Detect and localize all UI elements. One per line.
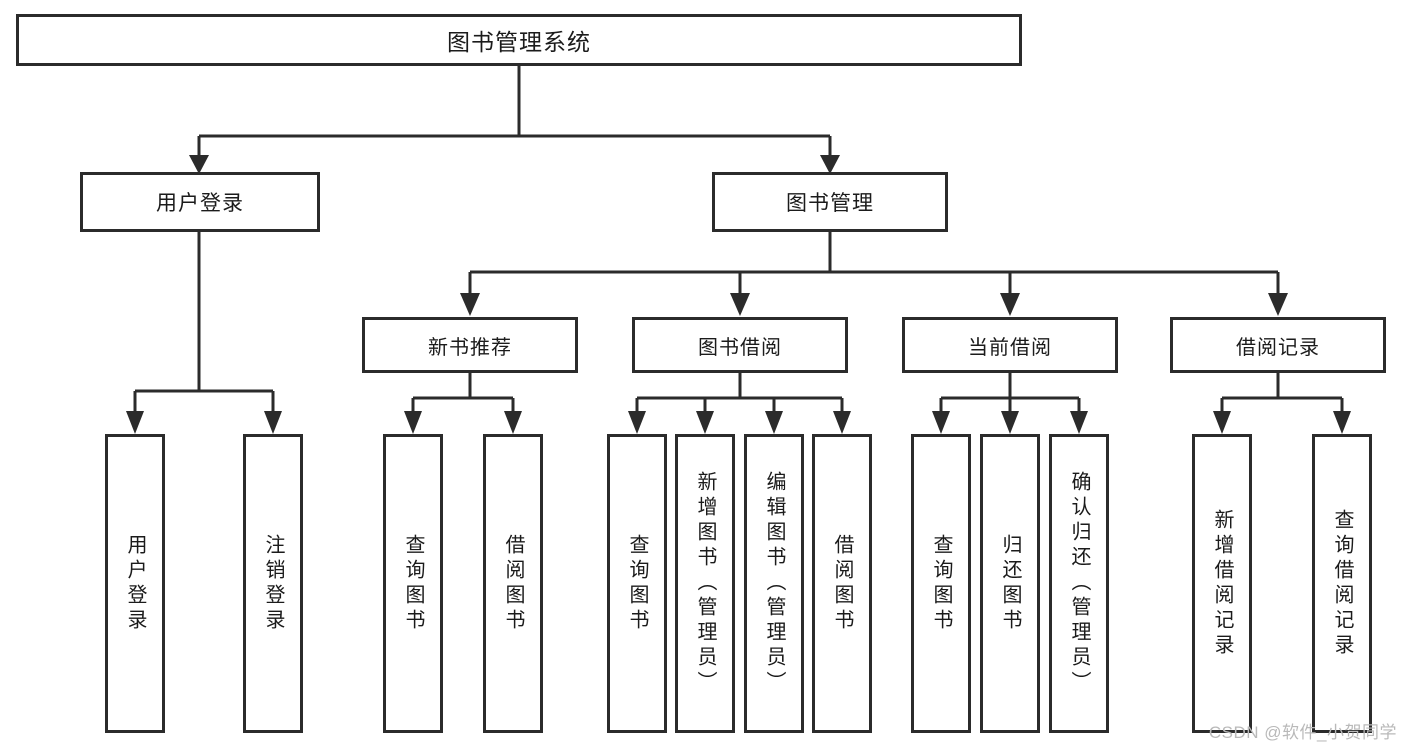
node-book-management-label: 图书管理 (786, 192, 874, 215)
node-new-book-recommend[interactable]: 新书推荐 (362, 317, 578, 373)
leaf-label: 借阅图书 (831, 533, 853, 634)
leaf-book-borrow-add[interactable]: 新增图书（管理员） (675, 434, 735, 733)
node-user-login-label: 用户登录 (156, 192, 244, 215)
arrow-to-book-borrow (730, 293, 750, 316)
arrow-to-new-book (460, 293, 480, 316)
leaf-label: 归还图书 (999, 533, 1021, 634)
arrow-book-borrow-leaf-4 (833, 411, 851, 434)
leaf-label: 查询图书 (402, 533, 424, 634)
leaf-new-book-query[interactable]: 查询图书 (383, 434, 443, 733)
arrow-book-borrow-leaf-3 (765, 411, 783, 434)
leaf-book-borrow-borrow[interactable]: 借阅图书 (812, 434, 872, 733)
leaf-label: 新增图书（管理员） (694, 471, 716, 696)
leaf-label: 查询图书 (626, 533, 648, 634)
arrow-book-borrow-leaf-1 (628, 411, 646, 434)
leaf-current-borrow-confirm-return[interactable]: 确认归还（管理员） (1049, 434, 1109, 733)
leaf-new-book-borrow[interactable]: 借阅图书 (483, 434, 543, 733)
node-book-management[interactable]: 图书管理 (712, 172, 948, 232)
leaf-user-login-logout[interactable]: 注销登录 (243, 434, 303, 733)
leaf-label: 查询借阅记录 (1331, 508, 1353, 659)
leaf-current-borrow-query[interactable]: 查询图书 (911, 434, 971, 733)
arrow-borrow-record-leaf-2 (1333, 411, 1351, 434)
arrow-new-book-leaf-2 (504, 411, 522, 434)
node-user-login[interactable]: 用户登录 (80, 172, 320, 232)
leaf-label: 查询图书 (930, 533, 952, 634)
leaf-book-borrow-edit[interactable]: 编辑图书（管理员） (744, 434, 804, 733)
node-new-book-recommend-label: 新书推荐 (428, 336, 512, 359)
node-root-label: 图书管理系统 (447, 29, 591, 55)
arrow-root-to-book-mgmt (820, 155, 840, 174)
leaf-label: 借阅图书 (502, 533, 524, 634)
arrow-user-login-leaf-1 (126, 411, 144, 434)
leaf-label: 注销登录 (262, 533, 284, 634)
arrow-current-borrow-leaf-1 (932, 411, 950, 434)
leaf-book-borrow-query[interactable]: 查询图书 (607, 434, 667, 733)
arrow-user-login-leaf-2 (264, 411, 282, 434)
arrow-borrow-record-leaf-1 (1213, 411, 1231, 434)
leaf-current-borrow-return[interactable]: 归还图书 (980, 434, 1040, 733)
arrow-to-current-borrow (1000, 293, 1020, 316)
leaf-borrow-record-query[interactable]: 查询借阅记录 (1312, 434, 1372, 733)
node-root-system[interactable]: 图书管理系统 (16, 14, 1022, 66)
arrow-book-borrow-leaf-2 (696, 411, 714, 434)
arrow-new-book-leaf-1 (404, 411, 422, 434)
leaf-label: 新增借阅记录 (1211, 508, 1233, 659)
leaf-label: 用户登录 (124, 533, 146, 634)
node-current-borrow-label: 当前借阅 (968, 336, 1052, 359)
arrow-to-borrow-record (1268, 293, 1288, 316)
node-borrow-record-label: 借阅记录 (1236, 336, 1320, 359)
node-borrow-record[interactable]: 借阅记录 (1170, 317, 1386, 373)
leaf-borrow-record-add[interactable]: 新增借阅记录 (1192, 434, 1252, 733)
node-book-borrow[interactable]: 图书借阅 (632, 317, 848, 373)
node-current-borrow[interactable]: 当前借阅 (902, 317, 1118, 373)
leaf-user-login-login[interactable]: 用户登录 (105, 434, 165, 733)
arrow-root-to-user-login (189, 155, 209, 174)
arrow-current-borrow-leaf-2 (1001, 411, 1019, 434)
leaf-label: 确认归还（管理员） (1068, 471, 1090, 696)
arrow-current-borrow-leaf-3 (1070, 411, 1088, 434)
node-book-borrow-label: 图书借阅 (698, 336, 782, 359)
leaf-label: 编辑图书（管理员） (763, 471, 785, 696)
